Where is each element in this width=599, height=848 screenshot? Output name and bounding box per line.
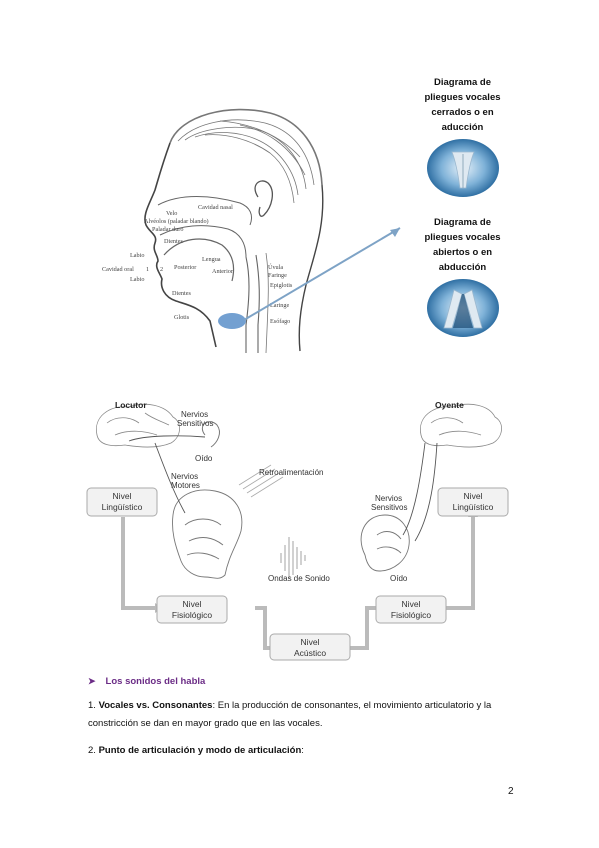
label-laringe: Laringe xyxy=(270,302,289,309)
label-nervios-motores-2: Motores xyxy=(171,481,200,490)
ear-drawing xyxy=(254,180,274,217)
svg-text:Nivel: Nivel xyxy=(113,491,132,501)
paragraph-bold-term: Vocales vs. Consonantes xyxy=(98,700,213,711)
section-heading: ➤ Los sonidos del habla xyxy=(88,676,205,687)
label-oyente: Oyente xyxy=(435,400,464,410)
closed-vocal-folds-image xyxy=(427,139,499,197)
sound-wave-drawing xyxy=(280,537,306,579)
label-dientes-top: Dientes xyxy=(164,238,183,245)
speech-chain-diagram: Nivel Lingüístico Nivel Fisiológico Nive… xyxy=(86,400,509,661)
speaker-head-drawing xyxy=(172,489,243,579)
label-retroalimentacion: Retroalimentación xyxy=(259,468,323,477)
bullet-arrow-icon: ➤ xyxy=(88,676,96,686)
label-uvula: Úvula xyxy=(268,263,283,271)
label-cavidad-nasal: Cavidad nasal xyxy=(198,204,233,211)
label-labio-top: Labio xyxy=(130,252,144,259)
label-velo: Velo xyxy=(166,210,177,217)
caption-line: abiertos o en xyxy=(432,247,493,258)
caption-line: Diagrama de xyxy=(433,77,492,88)
svg-text:Lingüístico: Lingüístico xyxy=(102,502,143,512)
label-labio-bottom: Labio xyxy=(130,276,144,283)
caption-open-folds: Diagrama de pliegues vocales abiertos o … xyxy=(405,215,520,275)
paragraph-text: : En la producción de consonantes, el mo… xyxy=(88,700,492,729)
label-epiglotis: Epiglotis xyxy=(270,282,293,289)
box-nivel-fisiologico-left: Nivel Fisiológico xyxy=(156,595,228,624)
label-oido-left: Oído xyxy=(195,454,213,463)
caption-closed-folds: Diagrama de pliegues vocales cerrados o … xyxy=(405,75,520,135)
label-posterior: Posterior xyxy=(174,264,196,271)
svg-text:Fisiológico: Fisiológico xyxy=(391,610,431,620)
label-num1: 1 xyxy=(146,266,149,273)
listener-head-drawing xyxy=(360,514,410,572)
label-lengua: Lengua xyxy=(202,256,221,263)
paragraph-vocales-consonantes: 1. Vocales vs. Consonantes: En la produc… xyxy=(88,697,528,733)
box-nivel-acustico: Nivel Acústico xyxy=(269,633,351,661)
paragraph-text: : xyxy=(301,745,304,756)
pointer-line xyxy=(243,227,401,321)
caption-line: pliegues vocales xyxy=(424,232,501,243)
label-faringe: Faringe xyxy=(268,272,287,279)
svg-text:Fisiológico: Fisiológico xyxy=(172,610,212,620)
paragraph-number: 1. xyxy=(88,700,96,711)
paragraph-bold-term: Punto de articulación y modo de articula… xyxy=(98,745,302,756)
label-esofago: Esófago xyxy=(270,318,290,325)
hair-drawing xyxy=(169,108,323,204)
label-oido-right: Oído xyxy=(390,574,408,583)
label-ondas-de-sonido: Ondas de Sonido xyxy=(268,574,330,583)
svg-text:Nivel: Nivel xyxy=(183,599,202,609)
box-nivel-fisiologico-right: Nivel Fisiológico xyxy=(375,595,447,624)
label-nervios-sensitivos-left-2: Sensitivos xyxy=(177,419,213,428)
label-glotis: Glotis xyxy=(174,314,190,321)
svg-text:Nivel: Nivel xyxy=(464,491,483,501)
caption-line: abducción xyxy=(438,262,487,273)
anatomy-labels: Cavidad nasal Velo Alvéolos (paladar bla… xyxy=(102,204,293,325)
page-number: 2 xyxy=(508,786,514,797)
svg-text:Lingüístico: Lingüístico xyxy=(453,502,494,512)
head-profile xyxy=(144,142,217,348)
speaker-ear-drawing xyxy=(201,421,220,448)
box-nivel-linguistico-right: Nivel Lingüístico xyxy=(437,487,509,517)
section-heading-text: Los sonidos del habla xyxy=(105,676,206,687)
caption-line: aducción xyxy=(441,122,484,133)
caption-line: pliegues vocales xyxy=(424,92,501,103)
tongue-drawing xyxy=(163,238,235,282)
open-vocal-folds-image xyxy=(427,279,499,337)
label-dientes-bottom: Dientes xyxy=(172,290,191,297)
label-locutor: Locutor xyxy=(115,400,147,410)
label-nervios-sensitivos-left-1: Nervios xyxy=(181,410,208,419)
svg-text:Nivel: Nivel xyxy=(301,637,320,647)
label-num2: 2 xyxy=(160,266,163,273)
paragraph-punto-modo: 2. Punto de articulación y modo de artic… xyxy=(88,742,528,760)
glottis-highlight xyxy=(218,313,246,329)
label-anterior: Anterior xyxy=(212,268,233,275)
label-cavidad-oral: Cavidad oral xyxy=(102,266,134,273)
label-alveolos: Alvéolos (paladar blando) xyxy=(144,218,209,225)
vocal-tract-illustration: Cavidad nasal Velo Alvéolos (paladar bla… xyxy=(102,108,324,354)
caption-line: Diagrama de xyxy=(433,217,492,228)
svg-text:Nivel: Nivel xyxy=(402,599,421,609)
label-paladar-duro: Paladar duro xyxy=(152,226,183,233)
caption-line: cerrados o en xyxy=(431,107,494,118)
paragraph-number: 2. xyxy=(88,745,96,756)
label-nervios-sensitivos-right-1: Nervios xyxy=(375,494,402,503)
svg-text:Acústico: Acústico xyxy=(294,648,326,658)
speaker-brain-drawing xyxy=(96,403,180,448)
listener-brain-drawing xyxy=(420,403,502,448)
label-nervios-motores-1: Nervios xyxy=(171,472,198,481)
feedback-wave-drawing xyxy=(238,464,284,498)
label-nervios-sensitivos-right-2: Sensitivos xyxy=(371,503,407,512)
box-nivel-linguistico-left: Nivel Lingüístico xyxy=(86,487,158,517)
